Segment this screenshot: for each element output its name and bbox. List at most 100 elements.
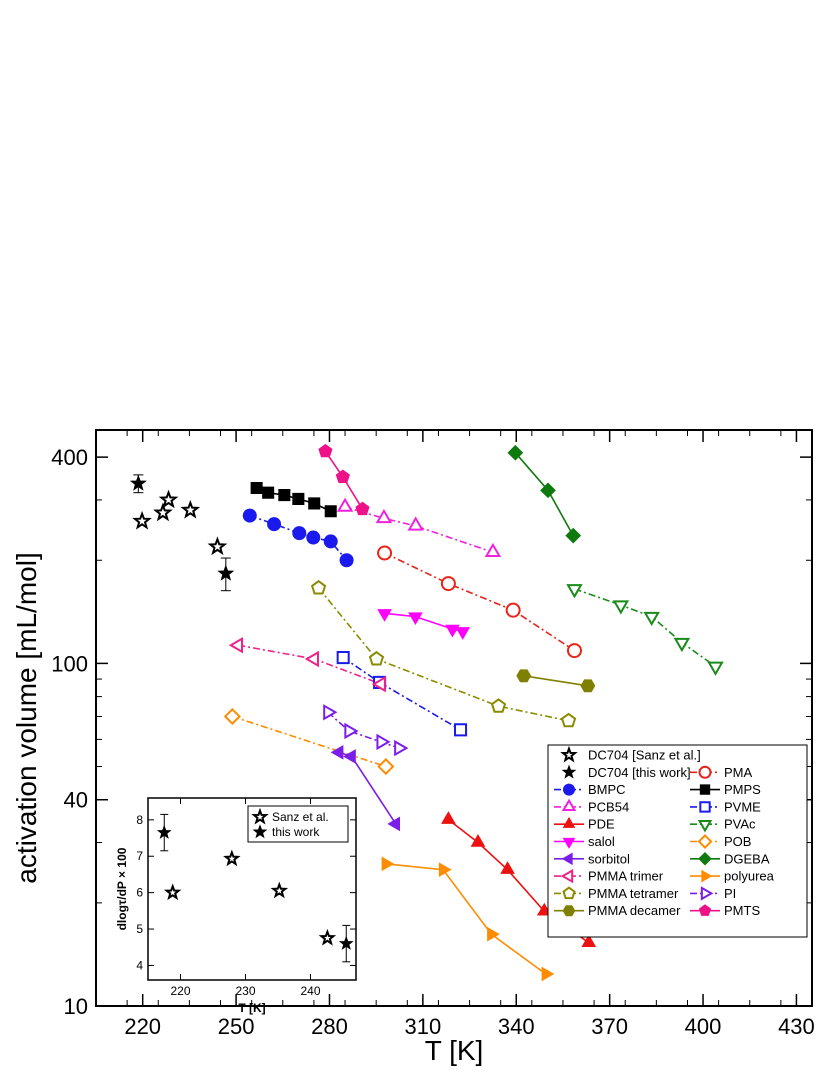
legend-label-dc704-this-work: DC704 [this work] <box>588 765 691 780</box>
inset-point-sanz-et-al <box>163 883 182 901</box>
point-pde <box>581 934 597 947</box>
x-tick-label: 310 <box>405 1014 442 1039</box>
legend-marker-pde <box>562 816 576 828</box>
point-sorbitol <box>343 749 356 764</box>
x-tick-label: 220 <box>124 1014 161 1039</box>
point-salol <box>445 624 460 638</box>
x-axis-title: T [K] <box>425 1035 484 1066</box>
inset-y-tick-label: 8 <box>136 813 143 827</box>
inset-point-this-work <box>156 824 172 839</box>
point-pmts <box>335 469 350 484</box>
legend-marker-pmts <box>698 904 712 916</box>
x-tick-label: 340 <box>498 1014 535 1039</box>
point-salol <box>377 609 392 622</box>
x-tick-label: 280 <box>311 1014 348 1039</box>
point-pcb54 <box>336 497 354 512</box>
point-pmps <box>308 497 321 510</box>
inset-y-axis-title: dlogτ/dP × 100 <box>115 847 129 930</box>
legend-label-pma: PMA <box>724 765 753 780</box>
legend-entry-pi: PI <box>690 886 736 901</box>
point-pmps <box>250 481 263 495</box>
series-line-pi <box>327 711 400 749</box>
point-pob <box>377 757 395 776</box>
legend-label-pmma-decamer: PMMA decamer <box>588 903 681 918</box>
legend-marker-dgeba <box>698 852 712 866</box>
inset-x-axis-title: T [K] <box>238 1001 265 1015</box>
point-pvac <box>643 611 660 627</box>
legend-entry-pmma-trimer: PMMA trimer <box>554 869 664 884</box>
series-line-pmma-decamer <box>523 675 589 687</box>
y-axis-title: activation volume [mL/mol] <box>11 552 42 883</box>
point-dgeba <box>565 527 582 544</box>
point-sorbitol <box>330 745 344 760</box>
point-pcb54 <box>484 542 502 558</box>
point-dgeba <box>540 482 556 499</box>
inset-y-tick-label: 7 <box>136 849 143 863</box>
x-tick-label: 250 <box>218 1014 255 1039</box>
legend-entry-pcb54: PCB54 <box>554 798 629 814</box>
legend-entry-pob: POB <box>690 834 751 849</box>
inset-y-tick-label: 4 <box>136 958 143 972</box>
point-dc704-sanz-et-al <box>132 510 152 530</box>
series-line-polyurea <box>385 863 547 975</box>
legend-entry-pvme: PVME <box>690 799 761 814</box>
legend-entry-polyurea: polyurea <box>690 869 775 884</box>
point-pma <box>440 576 456 592</box>
legend-marker-pvme <box>699 801 711 813</box>
inset-legend-label-sanz-et-al: Sanz et al. <box>272 810 329 824</box>
point-pvac <box>707 661 724 676</box>
legend-marker-bmpc <box>562 783 576 796</box>
point-pi <box>323 704 338 721</box>
legend-marker-pmma-decamer <box>562 905 576 917</box>
legend-entry-pma: PMA <box>690 765 753 780</box>
point-pi <box>344 722 359 740</box>
inset-x-tick-label: 240 <box>300 984 320 998</box>
inset-y-tick-label: 5 <box>136 922 143 936</box>
point-dc704-sanz-et-al <box>158 489 179 509</box>
point-dc704-this-work <box>217 564 235 581</box>
legend-entry-pmts: PMTS <box>690 903 760 918</box>
point-pvac <box>566 584 583 599</box>
point-polyurea <box>381 856 395 872</box>
point-pi <box>376 733 391 751</box>
point-pma <box>505 602 521 618</box>
series-line-pvme <box>342 656 461 731</box>
legend-label-pmts: PMTS <box>724 903 760 918</box>
series-line-pma <box>384 552 575 652</box>
legend-label-pmma-trimer: PMMA trimer <box>588 869 664 884</box>
point-pcb54 <box>375 508 393 524</box>
series-line-pmma-trimer <box>238 644 382 685</box>
main-plot-frame <box>95 429 813 1007</box>
inset-x-tick-label: 220 <box>170 984 190 998</box>
x-tick-label: 370 <box>591 1014 628 1039</box>
point-pmma-tetramer <box>368 650 385 666</box>
series-line-pob <box>232 715 387 768</box>
x-tick-label: 430 <box>778 1014 815 1039</box>
point-dc704-sanz-et-al <box>153 502 173 522</box>
legend-label-pde: PDE <box>588 817 615 832</box>
point-pvme <box>454 723 468 737</box>
legend-entry-sorbitol: sorbitol <box>554 851 630 866</box>
legend-entry-salol: salol <box>554 834 615 849</box>
point-pob <box>223 707 241 726</box>
point-pmma-decamer <box>580 679 596 693</box>
point-bmpc <box>242 508 257 523</box>
legend-marker-pcb54 <box>561 798 577 812</box>
y-tick-label: 100 <box>51 651 88 676</box>
legend-entry-dc704-this-work: DC704 [this work] <box>561 764 691 780</box>
legend-marker-pma <box>698 765 712 779</box>
legend-entry-pmma-decamer: PMMA decamer <box>554 903 681 918</box>
point-sorbitol <box>387 816 401 832</box>
legend-label-pcb54: PCB54 <box>588 799 629 814</box>
point-pma <box>377 545 393 561</box>
legend-label-dgeba: DGEBA <box>724 851 770 866</box>
legend-entry-dgeba: DGEBA <box>690 851 770 866</box>
point-pvac <box>673 637 691 653</box>
point-pmps <box>324 505 337 518</box>
point-pmps <box>278 489 291 502</box>
point-salol <box>455 627 471 640</box>
point-pmps <box>292 492 305 505</box>
y-tick-label: 400 <box>51 445 88 470</box>
inset-legend-marker-sanz-et-al <box>251 807 269 825</box>
